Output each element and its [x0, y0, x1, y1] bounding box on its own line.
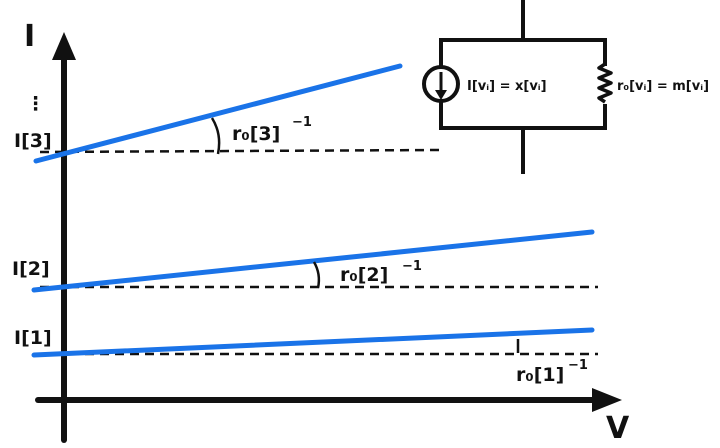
slope-label-1: r₀[1]: [516, 364, 564, 386]
ellipsis-label: ⋮: [26, 93, 45, 115]
iv-line-3: [33, 63, 403, 164]
y-axis-arrow-icon: [52, 32, 76, 60]
dashed-baseline-3: [39, 148, 441, 154]
slope-exp-3: −1: [292, 115, 312, 130]
slope-label-2: r₀[2]: [340, 264, 388, 286]
resistor-label: r₀[vᵢ] = m[vᵢ]: [617, 79, 709, 94]
iv-line-1: [31, 327, 595, 358]
source-label: I[vᵢ] = x[vᵢ]: [467, 79, 547, 94]
circuit-inset: I[vᵢ] = x[vᵢ] r₀[vᵢ] = m[vᵢ]: [422, 0, 709, 174]
slope-arc-3: [210, 117, 221, 155]
slope-exp-1: −1: [568, 358, 588, 373]
slope-exp-2: −1: [402, 259, 422, 274]
intercept-label-2: I[2]: [12, 258, 50, 280]
x-axis: [35, 388, 622, 412]
intercept-label-1: I[1]: [14, 327, 52, 349]
slope-arc-2: [312, 261, 321, 289]
y-axis: [52, 32, 76, 443]
x-axis-label: V: [606, 411, 630, 446]
level-2: I[2] r₀[2] −1: [12, 229, 598, 293]
iv-line-2: [31, 229, 595, 293]
x-axis-arrow-icon: [592, 388, 622, 412]
slope-label-3: r₀[3]: [232, 123, 280, 145]
intercept-label-3: I[3]: [14, 130, 52, 152]
resistor-icon: [597, 62, 613, 104]
y-axis-label: I: [24, 19, 35, 54]
level-1: I[1] r₀[1] −1: [14, 327, 598, 386]
current-source-icon: [422, 65, 460, 103]
level-3: I[3] r₀[3] −1: [14, 63, 441, 164]
